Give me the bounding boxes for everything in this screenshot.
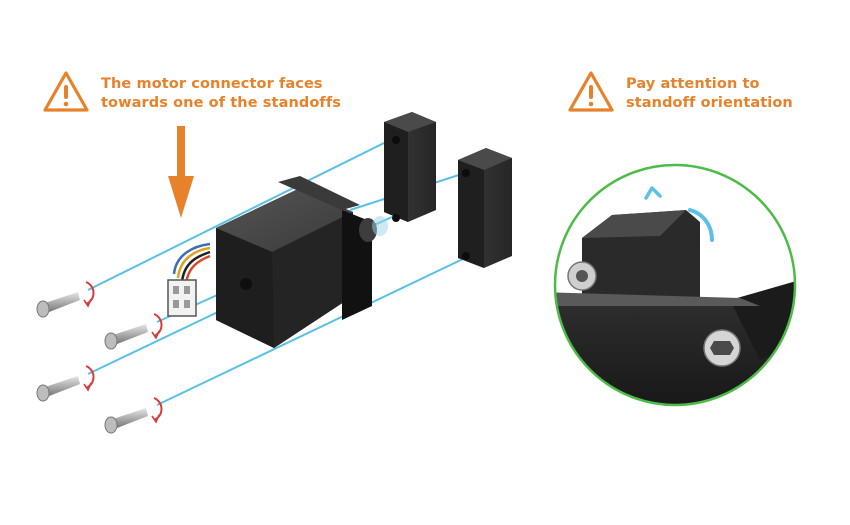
screw-icon [104, 397, 163, 434]
connector-note-line-2: towards one of the standoffs [101, 95, 341, 111]
connector-note-line-1: The motor connector faces [101, 76, 323, 92]
standoff-right [458, 148, 512, 268]
rotation-arrow-icon [688, 208, 714, 242]
warning-triangle-icon [568, 71, 614, 112]
zoom-detail [553, 163, 797, 407]
down-arrow-icon [168, 126, 194, 218]
screw-icon [36, 281, 95, 318]
orientation-note: Pay attention to standoff orientation [626, 75, 793, 113]
warning-triangle-icon [43, 71, 89, 112]
stepper-motor [167, 176, 388, 348]
screw-icon [36, 365, 95, 402]
standoff-left [384, 112, 436, 222]
orientation-note-line-1: Pay attention to [626, 76, 760, 92]
orientation-note-line-2: standoff orientation [626, 95, 793, 111]
screw-icon [104, 313, 163, 350]
connector-note: The motor connector faces towards one of… [101, 75, 341, 113]
